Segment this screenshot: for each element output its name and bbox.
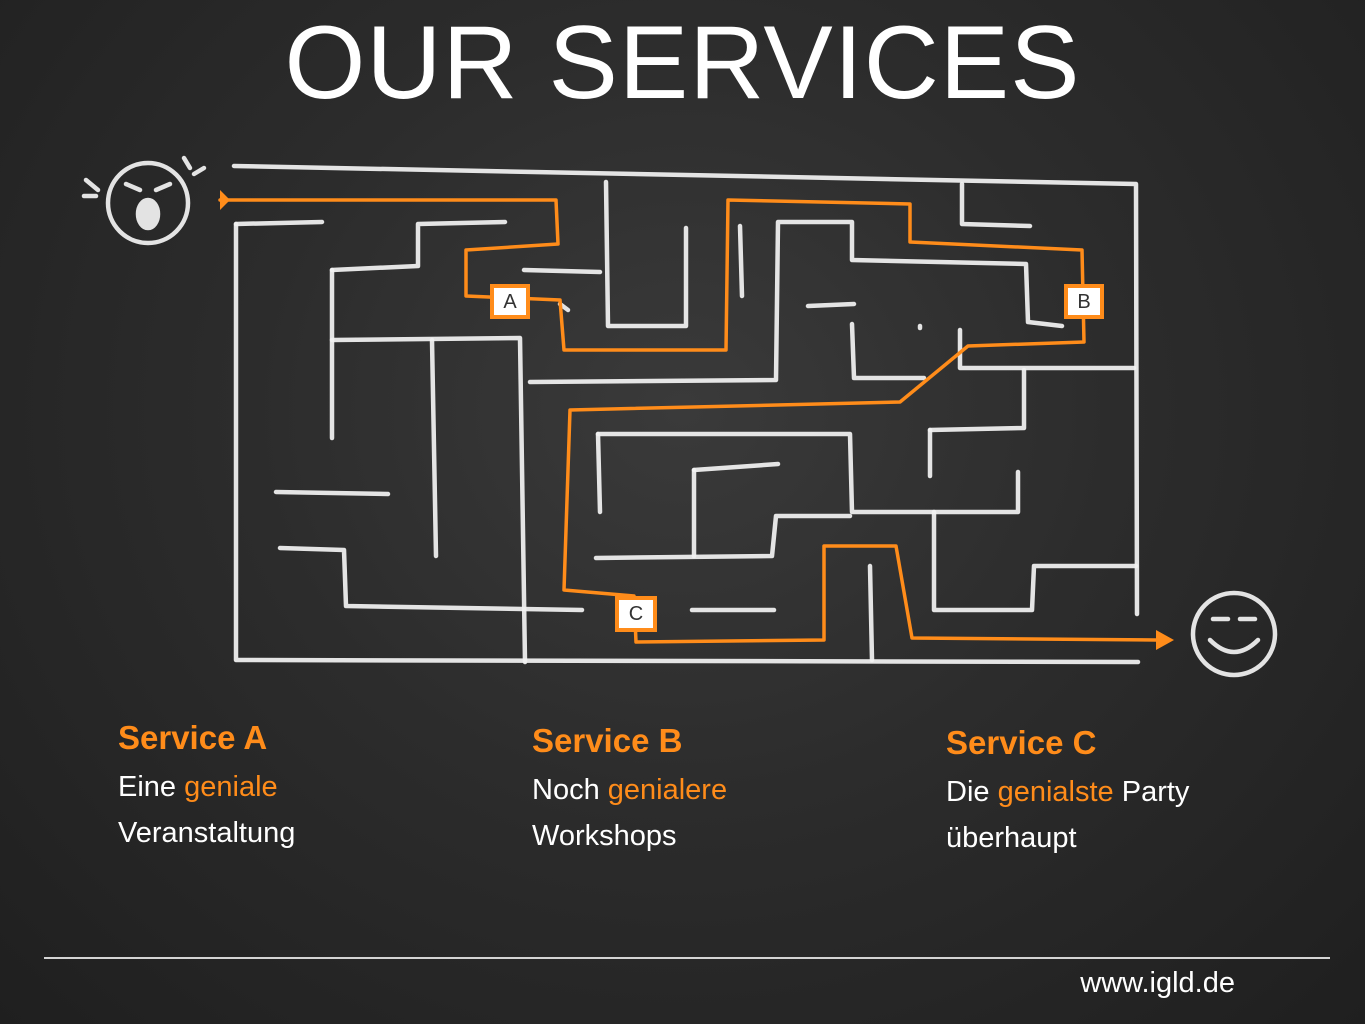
service-c-line2: überhaupt [946, 822, 1077, 855]
footer-url[interactable]: www.igld.de [1080, 967, 1235, 999]
marker-a: A [490, 284, 530, 319]
marker-c-label: C [629, 603, 643, 625]
service-b-line1: Noch genialere [532, 773, 727, 808]
service-a: Service A Eine geniale Veranstaltung [118, 718, 295, 851]
service-a-line1: Eine geniale [118, 770, 295, 805]
service-a-line2: Veranstaltung [118, 817, 296, 850]
service-c-heading: Service C [946, 724, 1097, 761]
service-c: Service C Die genialste Party überhaupt [946, 723, 1189, 856]
marker-a-label: A [503, 291, 517, 313]
service-b-line1-text: Noch [532, 773, 608, 806]
sad-face-icon [81, 155, 207, 246]
service-c-accent: genialste [997, 775, 1114, 808]
page-title: OUR SERVICES [284, 5, 1081, 121]
service-c-line1-post: Party [1113, 775, 1190, 808]
happy-face-icon [1190, 590, 1278, 678]
service-b-heading: Service B [532, 722, 683, 759]
service-a-heading: Service A [118, 719, 268, 756]
service-b-line2: Workshops [532, 820, 677, 853]
maze-walls [231, 163, 1141, 665]
solution-path [218, 190, 1174, 650]
service-b: Service B Noch genialere Workshops [532, 721, 727, 854]
service-a-accent: geniale [184, 770, 278, 803]
service-b-accent: genialere [607, 773, 728, 806]
service-c-line1: Die genialste Party [946, 775, 1189, 810]
marker-c: C [615, 596, 657, 632]
service-c-line1-text: Die [946, 775, 998, 808]
footer-divider [44, 957, 1330, 959]
marker-b: B [1064, 284, 1104, 319]
service-a-line1-text: Eine [118, 770, 185, 803]
marker-b-label: B [1077, 291, 1090, 313]
